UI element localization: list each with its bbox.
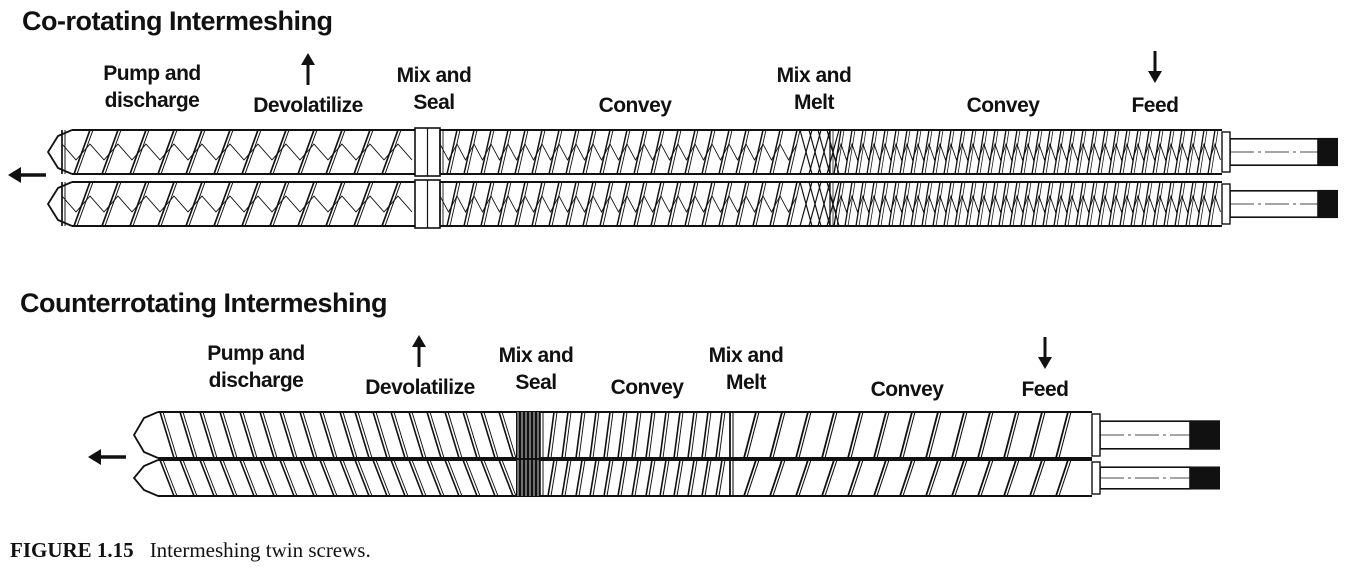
counter-convey-label-1: Convey — [610, 376, 684, 399]
co-rotating-title: Co-rotating Intermeshing — [22, 6, 333, 36]
counter-convey-label-2: Convey — [870, 378, 944, 401]
co-exit-arrow-icon — [8, 167, 46, 183]
co-rotating-screw-lower — [46, 179, 1338, 229]
co-devolatilize-up-arrow-icon — [301, 53, 315, 85]
co-rotating-screw-upper — [46, 127, 1338, 177]
counterrotating-screw-lower — [132, 459, 1220, 497]
co-feed-label: Feed — [1131, 94, 1179, 117]
co-convey-label-1: Convey — [598, 94, 672, 117]
counter-feed-down-arrow-icon — [1038, 337, 1052, 369]
counterrotating-screw-upper — [132, 411, 1220, 459]
counter-exit-arrow-icon — [88, 449, 126, 465]
figure-number: FIGURE 1.15 — [10, 538, 134, 562]
figure-caption-text: Intermeshing twin screws. — [149, 538, 371, 562]
co-feed-down-arrow-icon — [1148, 51, 1162, 83]
counterrotating-title: Counterrotating Intermeshing — [20, 288, 388, 318]
counter-devolatilize-up-arrow-icon — [412, 335, 426, 367]
co-devolatilize-label: Devolatilize — [253, 94, 363, 117]
counter-devolatilize-label: Devolatilize — [365, 376, 475, 399]
counter-feed-label: Feed — [1021, 378, 1069, 401]
co-convey-label-2: Convey — [966, 94, 1040, 117]
figure-caption: FIGURE 1.15 Intermeshing twin screws. — [10, 538, 371, 563]
